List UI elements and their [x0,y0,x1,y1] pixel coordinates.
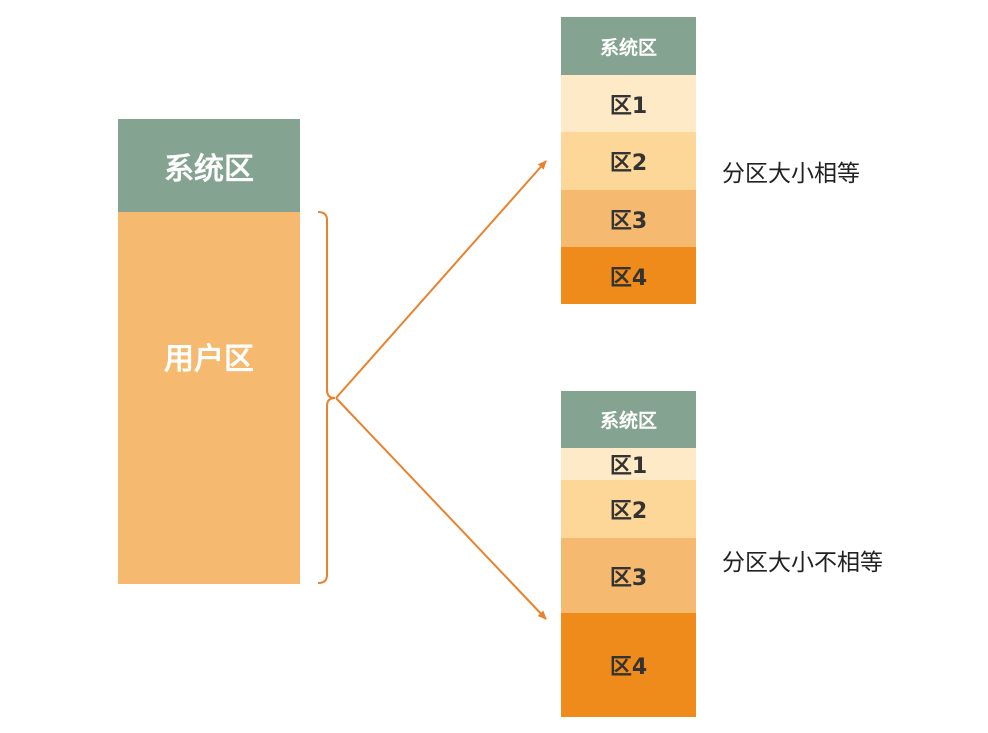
bottom-partition-2: 区2 [561,480,696,538]
left-user-area: 用户区 [118,212,300,584]
top-partition-1-label: 区1 [609,93,648,119]
top-system-label: 系统区 [599,36,657,59]
bottom-partition-4: 区4 [561,613,696,717]
top-partition-3-label: 区3 [609,208,648,234]
top-system-area: 系统区 [561,17,696,75]
bottom-system-area: 系统区 [561,391,696,448]
arrow-to-equal-partitions [335,160,547,399]
arrow-to-unequal-partitions [335,397,547,620]
bottom-partition-3-label: 区3 [609,565,648,591]
bottom-system-label: 系统区 [599,410,657,432]
curly-bracket [317,211,336,584]
top-partition-1: 区1 [561,75,696,132]
top-partition-4-label: 区4 [609,265,648,291]
bottom-partition-1: 区1 [561,448,696,480]
unequal-partitions-caption: 分区大小不相等 [722,550,883,576]
left-system-label: 系统区 [164,151,254,187]
equal-partitions-caption: 分区大小相等 [722,161,860,187]
left-user-label: 用户区 [164,342,254,377]
bottom-partition-3: 区3 [561,538,696,613]
bottom-partition-4-label: 区4 [609,655,648,680]
bottom-partition-1-label: 区1 [609,454,648,479]
top-partition-4: 区4 [561,247,696,304]
top-partition-3: 区3 [561,190,696,247]
top-partition-2-label: 区2 [609,151,648,176]
top-partition-2: 区2 [561,132,696,190]
left-system-area: 系统区 [118,119,300,212]
bottom-partition-2-label: 区2 [609,499,648,524]
